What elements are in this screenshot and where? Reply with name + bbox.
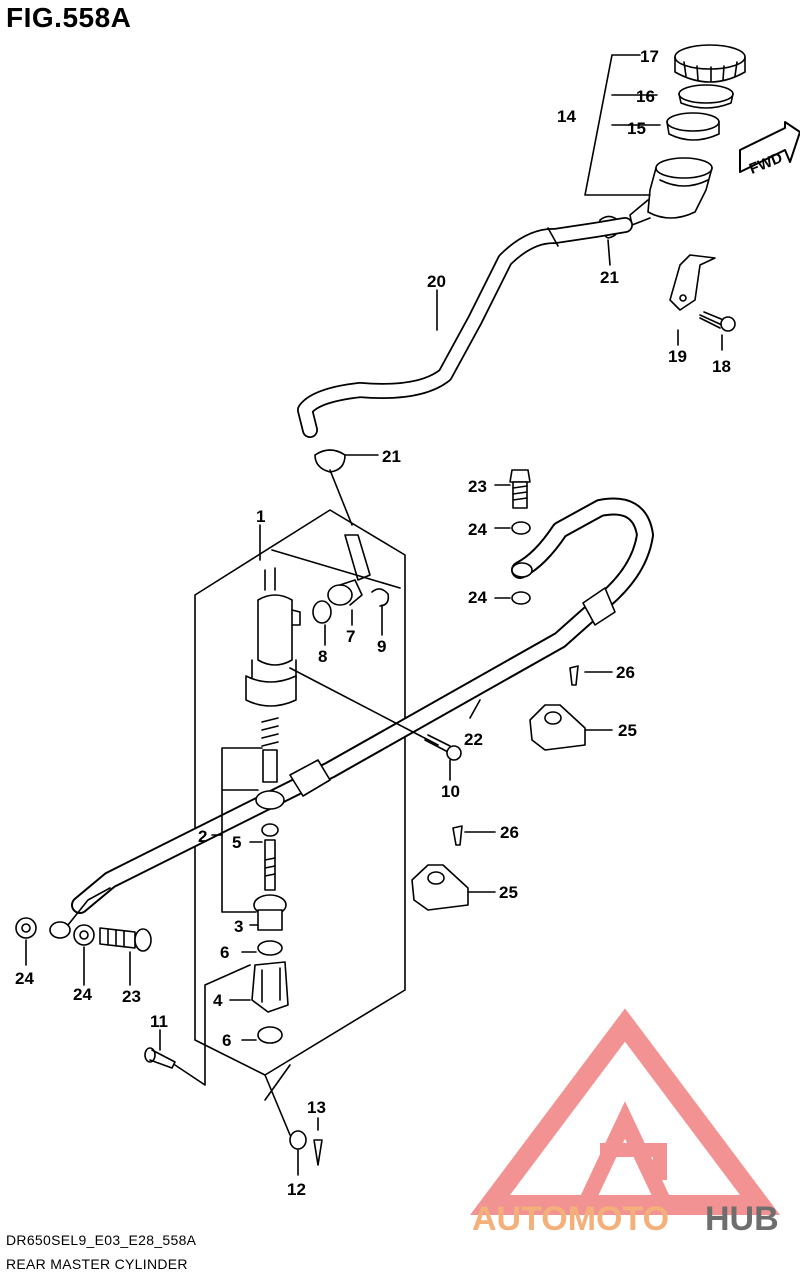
nut-6a [257, 940, 283, 956]
callout-14: 14 [557, 107, 576, 126]
callout-26b: 26 [500, 823, 519, 842]
callout-15: 15 [627, 119, 646, 138]
washer-24a [511, 521, 531, 535]
callout-3: 3 [234, 917, 243, 936]
hose-clamp-lower [314, 449, 346, 473]
clevis-pin-11 [144, 1047, 176, 1069]
piston-assembly [253, 717, 287, 931]
callout-24c: 24 [15, 969, 34, 988]
callout-10: 10 [441, 782, 460, 801]
callout-8: 8 [318, 647, 327, 666]
union-bolt-23 [99, 927, 152, 952]
bolt-10 [424, 734, 462, 761]
washer-24c [15, 917, 37, 939]
callout-labels: 17 16 14 15 21 19 18 20 21 23 24 1 24 8 … [15, 47, 731, 1199]
callout-7: 7 [346, 627, 355, 646]
mount-25a [529, 704, 586, 751]
fwd-arrow [739, 121, 800, 173]
o-ring-8 [312, 600, 332, 624]
callout-26a: 26 [616, 663, 635, 682]
callout-6b: 6 [222, 1031, 231, 1050]
callout-13: 13 [307, 1098, 326, 1117]
circlip-9 [371, 588, 390, 607]
washer-24d [73, 924, 95, 946]
callout-4: 4 [213, 991, 223, 1010]
callout-18: 18 [712, 357, 731, 376]
nut-6b [257, 1026, 283, 1044]
washer-24b [511, 591, 531, 605]
watermark-text: AUTOMOTO HUB [472, 1200, 779, 1238]
callout-12: 12 [287, 1180, 306, 1199]
watermark-logo [470, 1008, 780, 1215]
callout-25a: 25 [618, 721, 637, 740]
diaphragm [678, 84, 734, 109]
callout-11: 11 [150, 1012, 168, 1031]
reservoir-cap [674, 44, 746, 83]
cotter-pin-13 [313, 1139, 323, 1166]
screw-26a [569, 665, 579, 686]
screw-26b [452, 825, 463, 846]
union-bolt-top [509, 469, 531, 509]
figure-name: REAR MASTER CYLINDER [6, 1256, 188, 1272]
clevis-4 [251, 961, 289, 1013]
callout-23a: 23 [468, 477, 487, 496]
joint-7 [327, 579, 363, 606]
callout-24a: 24 [468, 520, 487, 539]
callout-16: 16 [636, 87, 655, 106]
callout-25b: 25 [499, 883, 518, 902]
mount-25b [411, 864, 469, 911]
callout-20: 20 [427, 272, 446, 291]
callout-21a: 21 [600, 268, 619, 287]
callout-2: 2 [198, 827, 207, 846]
callout-5: 5 [232, 833, 241, 852]
watermark-automoto: AUTOMOTO [472, 1200, 669, 1238]
bolt-18 [699, 311, 736, 332]
reservoir [629, 157, 713, 226]
callout-23b: 23 [122, 987, 141, 1006]
callout-21b: 21 [382, 447, 401, 466]
washer-12 [289, 1130, 307, 1150]
callout-1: 1 [256, 507, 265, 526]
assembly-outline [194, 509, 406, 1076]
reservoir-bracket [669, 254, 716, 311]
master-cylinder [245, 567, 301, 707]
callout-24d: 24 [73, 985, 92, 1004]
watermark-hub: HUB [705, 1200, 779, 1238]
figure-title: FIG.558A [6, 2, 132, 33]
callout-22: 22 [464, 730, 483, 749]
callout-9: 9 [377, 637, 386, 656]
figure-code: DR650SEL9_E03_E28_558A [6, 1232, 197, 1248]
diaphragm-plate [666, 112, 720, 141]
callout-19: 19 [668, 347, 687, 366]
callout-17: 17 [640, 47, 659, 66]
callout-24b: 24 [468, 588, 487, 607]
callout-6a: 6 [220, 943, 229, 962]
